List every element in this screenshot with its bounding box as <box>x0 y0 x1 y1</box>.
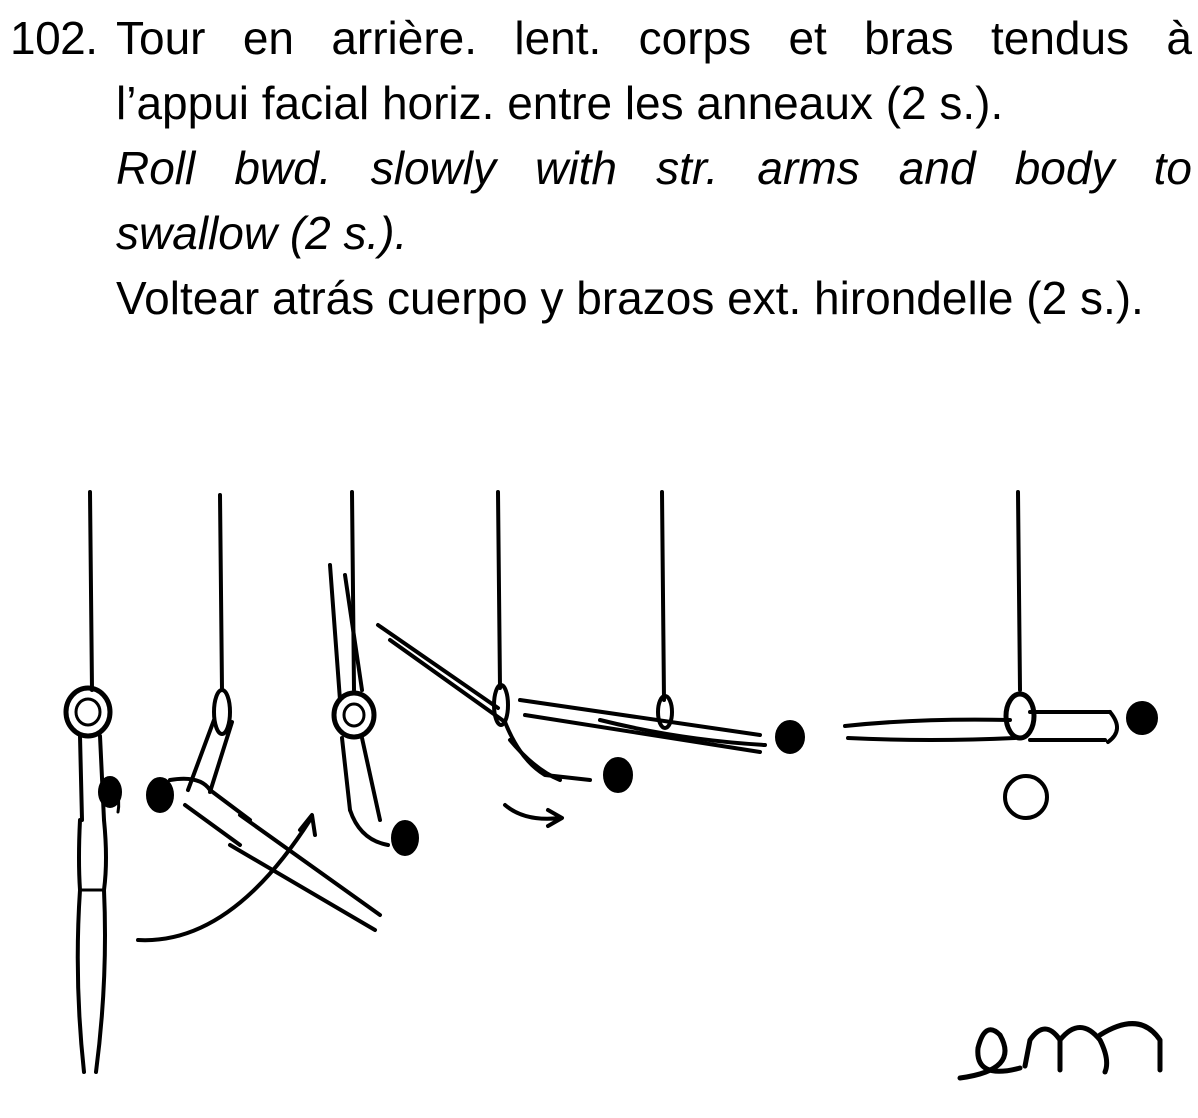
gymnast-figure-2 <box>136 493 382 943</box>
artist-signature-mark <box>957 1021 1163 1081</box>
gymnast-figure-4 <box>376 490 633 828</box>
spanish-description: Voltear atrás cuerpo y brazos ext. hiron… <box>116 272 1144 324</box>
gymnast-figure-1 <box>63 490 122 1074</box>
element-descriptions: Tour en arrière. lent. corps et bras ten… <box>116 6 1192 331</box>
english-description-line-2: swallow (2 s.). <box>116 207 408 259</box>
french-description-line-2: l’appui facial horiz. entre les anneaux … <box>116 77 1004 129</box>
gymnast-figure-5 <box>518 490 805 754</box>
english-description-line-1: Roll bwd. slowly with str. arms and body… <box>116 142 1192 194</box>
gymnast-figure-6 <box>843 490 1158 820</box>
gymnast-figure-3 <box>328 490 419 856</box>
french-description-line-1: Tour en arrière. lent. corps et bras ten… <box>116 12 1192 64</box>
element-row: 102. Tour en arrière. lent. corps et bra… <box>10 6 1192 331</box>
element-number: 102. <box>10 12 98 64</box>
rings-sequence-figure <box>0 470 1198 1110</box>
element-entry: 102. Tour en arrière. lent. corps et bra… <box>10 6 1192 331</box>
